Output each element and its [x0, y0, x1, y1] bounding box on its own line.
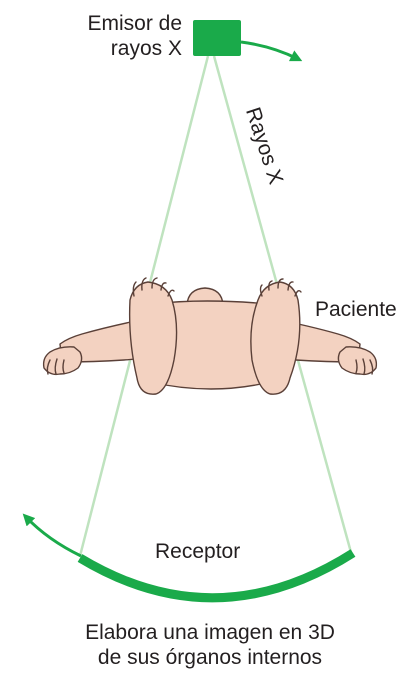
- rotation-arrow-bottom-icon: [26, 517, 81, 556]
- patient-label: Paciente: [315, 297, 397, 322]
- emitter-label-line2: rayos X: [87, 36, 182, 61]
- caption-line2: de sus órganos internos: [0, 645, 420, 670]
- emitter-label-line1: Emisor de: [87, 11, 182, 36]
- receptor-label: Receptor: [155, 539, 240, 564]
- caption-line1: Elabora una imagen en 3D: [0, 620, 420, 645]
- patient-right-foot: [251, 282, 300, 394]
- patient-left-foot: [130, 282, 177, 394]
- emitter-label: Emisor de rayos X: [87, 11, 182, 61]
- diagram-caption: Elabora una imagen en 3D de sus órganos …: [0, 620, 420, 670]
- xray-emitter-icon: [193, 20, 241, 56]
- patient-figure-icon: [44, 278, 377, 394]
- rotation-arrow-top-icon: [241, 42, 298, 59]
